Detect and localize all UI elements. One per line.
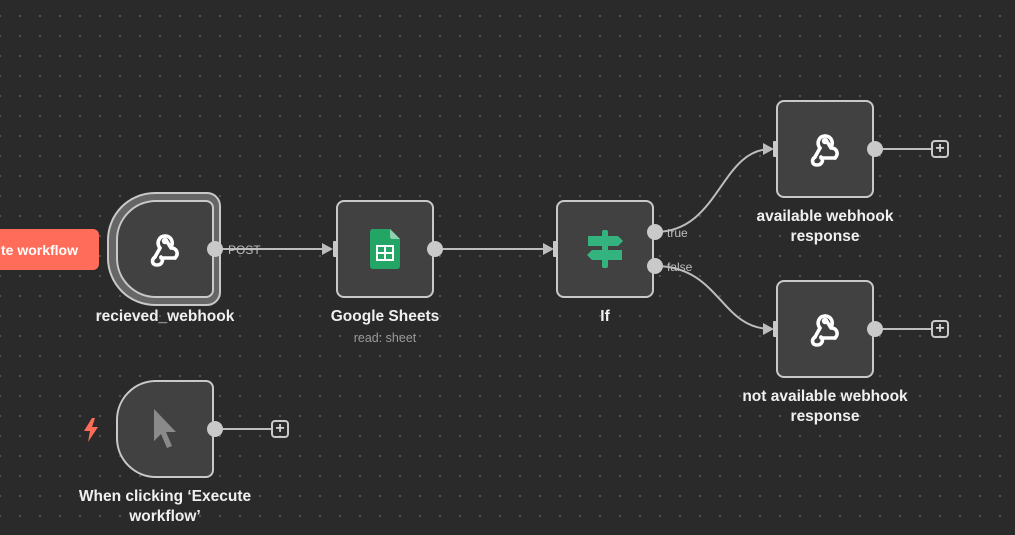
lightning-icon [84,418,98,442]
google-sheets-icon [370,229,400,269]
node-label-not-available-webhook-response: not available webhook response [725,387,925,427]
node-label-available-webhook-response: available webhook response [725,207,925,247]
plus-icon: + [935,140,945,157]
node-available-webhook-response[interactable] [776,100,874,198]
execute-workflow-label: te workflow [0,241,78,258]
arrow-head [322,243,333,255]
signpost-icon [587,230,623,268]
if-true-handle[interactable] [647,224,663,240]
webhook-icon [810,134,839,167]
arrow-head [543,243,554,255]
label-line-2: response [790,228,860,245]
node-label-manual-trigger: When clicking ‘Execute workflow’ [65,487,265,527]
sheets-output-handle[interactable] [427,241,443,257]
node-subtitle-google-sheets: read: sheet [353,331,417,345]
node-google-sheets[interactable] [336,200,434,298]
label-line-2: workflow’ [129,508,201,525]
label-line-1: When clicking ‘Execute [78,488,252,505]
plus-icon: + [275,420,285,437]
node-not-available-webhook-response[interactable] [776,280,874,378]
node-label-recieved-webhook: recieved_webhook [95,308,235,325]
edge-label-post: POST [228,243,261,257]
label-line-2: response [790,408,860,425]
edge-if-true [654,148,772,233]
arrow-head [763,143,774,155]
webhook-icon [810,314,839,347]
label-line-1: available webhook [756,208,894,225]
execute-workflow-button[interactable]: te workflow [0,229,99,270]
edge-if-false [654,265,772,330]
not-available-output-handle[interactable] [867,321,883,337]
edge-label-false: false [667,260,693,274]
node-manual-trigger[interactable] [116,380,214,478]
node-if[interactable] [556,200,654,298]
label-line-1: not available webhook [742,388,908,405]
add-node-after-not-available-button[interactable]: + [931,320,949,338]
arrow-head [763,323,774,335]
plus-icon: + [935,320,945,337]
manual-output-handle[interactable] [207,421,223,437]
node-label-if: If [600,308,610,325]
available-output-handle[interactable] [867,141,883,157]
add-node-after-available-button[interactable]: + [931,140,949,158]
if-false-handle[interactable] [647,258,663,274]
webhook-icon [150,234,179,267]
cursor-icon [154,409,176,448]
node-label-google-sheets: Google Sheets [330,308,440,325]
edge-label-true: true [667,226,688,240]
add-node-after-manual-button[interactable]: + [271,420,289,438]
webhook-output-handle[interactable] [207,241,223,257]
node-recieved-webhook[interactable] [116,200,214,298]
